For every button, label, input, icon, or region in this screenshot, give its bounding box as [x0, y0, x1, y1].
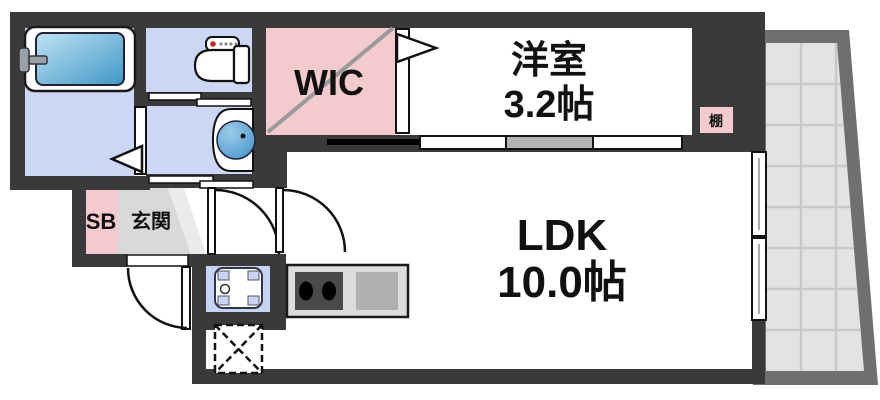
shelf-label: 棚	[709, 113, 723, 129]
partition-panel	[419, 135, 507, 150]
refrigerator-cross-line	[214, 324, 263, 374]
wic-door-arrow	[395, 32, 440, 64]
sink-corner	[217, 270, 230, 281]
ldk-door-swing	[282, 188, 347, 253]
wall-ldk-right-lower	[752, 320, 765, 373]
room-labels: WIC 洋室 3.2帖 LDK 10.0帖 SB 玄関 棚	[86, 39, 723, 307]
shoe-box-label: SB	[86, 209, 117, 234]
wall-kitchen-top	[206, 254, 286, 266]
entrance-label: 玄関	[131, 209, 171, 233]
wic-label: WIC	[294, 62, 364, 103]
faucet-spout	[28, 55, 48, 65]
refrigerator-space	[213, 323, 264, 375]
counter-worktop	[356, 272, 398, 310]
toilet	[193, 36, 251, 85]
ldk-door-leaf	[275, 187, 284, 253]
toilet-bowl	[193, 48, 236, 83]
wall-entrance-left	[72, 176, 86, 267]
bath-door-arrow	[108, 144, 144, 174]
washroom-sliding-door-panel	[148, 175, 214, 184]
entrance-floor-step	[168, 188, 206, 254]
front-door-swing	[126, 267, 188, 330]
western-room-size: 3.2帖	[504, 84, 595, 126]
wall-ldk-bottom	[192, 369, 765, 384]
wall-ldk-left	[192, 254, 206, 384]
stove-burner	[322, 281, 336, 301]
ldk-size: 10.0帖	[497, 258, 627, 307]
bathtub	[18, 25, 137, 93]
partition-rail	[327, 139, 420, 145]
wall-junction-block	[266, 152, 287, 188]
basin-drain	[240, 133, 246, 139]
entrance-floor	[118, 188, 191, 254]
shoe-box	[86, 188, 118, 254]
basin-bowl	[216, 120, 256, 160]
partition-panel	[592, 135, 683, 150]
bath-door-panel	[134, 106, 147, 175]
wall-entrance-bottom-left	[72, 254, 127, 267]
western-room-label: 洋室	[511, 39, 587, 82]
doors	[108, 28, 767, 330]
sink-corner	[247, 270, 260, 281]
toilet-tank	[232, 44, 251, 85]
washroom-sliding-door-panel	[199, 180, 254, 189]
toilet-sliding-door-panel	[148, 92, 202, 101]
wall-toilet-right	[252, 12, 266, 188]
bathtub-basin	[35, 32, 125, 86]
wall-kitchen-right	[270, 254, 286, 330]
sink-corner	[217, 295, 230, 306]
sink-corner	[247, 295, 260, 306]
toilet-panel-dot	[224, 42, 228, 46]
partition-panel	[505, 135, 594, 150]
stove-burner	[299, 281, 313, 301]
toilet-sliding-door-panel	[196, 98, 252, 107]
toilet-panel-dot	[219, 42, 223, 46]
front-door-leaf	[181, 266, 191, 330]
hall-door-leaf	[207, 187, 216, 255]
wall-left	[10, 12, 25, 190]
wash-basin	[211, 108, 256, 172]
front-door-threshold	[126, 254, 189, 267]
wall-bath-divider	[134, 12, 146, 109]
faucet-body	[18, 47, 30, 73]
toilet-panel-dot	[234, 42, 238, 46]
sink-faucet	[219, 283, 231, 295]
toilet-panel-red-dot	[210, 41, 216, 47]
ldk-label: LDK	[517, 211, 608, 260]
wall-top	[10, 12, 700, 28]
shelf-box	[700, 107, 733, 133]
balcony	[753, 30, 878, 385]
kitchen	[206, 263, 410, 375]
toilet-panel-dot	[229, 42, 233, 46]
wic-diagonal-line	[266, 26, 395, 134]
hall-door-swing	[214, 188, 281, 255]
